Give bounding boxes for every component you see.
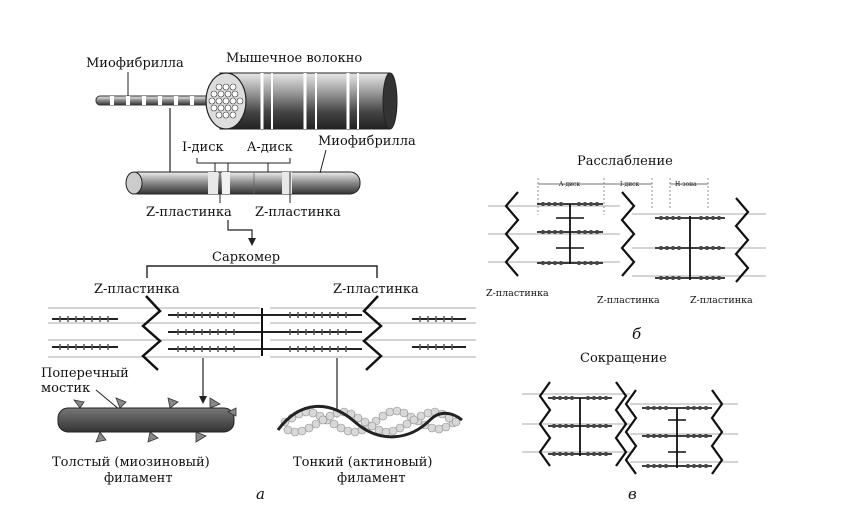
label-thin-filament-2: филамент	[337, 471, 406, 486]
label-b-a-disc: A-диск	[558, 181, 580, 188]
label-myofibril: Миофибрилла	[86, 56, 184, 71]
label-b-h-zone: H-зона	[675, 181, 697, 188]
arrow-down-icon	[248, 238, 256, 246]
label-b-z-plate-1: Z-пластинка	[486, 288, 549, 299]
label-z-plate-left-2: Z-пластинка	[94, 282, 180, 297]
panel-b: Расслабление A-диск I-диск H-зона	[486, 154, 766, 343]
label-z-plate-right-2: Z-пластинка	[333, 282, 419, 297]
label-cross-bridge-2: мостик	[41, 381, 90, 396]
arrow-down-icon	[199, 396, 207, 404]
label-b-i-disc: I-диск	[620, 181, 639, 188]
panel-letter-c: в	[628, 485, 637, 503]
contracted-sarcomere	[522, 381, 738, 475]
thick-filament	[57, 397, 237, 443]
label-z-plate-left: Z-пластинка	[146, 205, 232, 220]
label-a-disc: A-диск	[246, 140, 293, 155]
label-thick-filament-1: Толстый (миозиновый)	[52, 455, 210, 470]
thin-filament	[276, 404, 463, 439]
title-relaxation: Расслабление	[577, 154, 673, 169]
panel-a: Миофибрилла Мышечное волокно I-диск A-ди…	[41, 51, 476, 503]
relaxed-sarcomere	[488, 191, 766, 283]
label-b-z-plate-2: Z-пластинка	[597, 295, 660, 306]
panel-letter-b: б	[632, 325, 642, 343]
label-thin-filament-1: Тонкий (актиновый)	[293, 455, 432, 470]
panel-letter-a: а	[256, 485, 265, 503]
myofibril-segment	[125, 171, 361, 195]
label-z-plate-right: Z-пластинка	[255, 205, 341, 220]
label-muscle-fiber: Мышечное волокно	[226, 51, 362, 66]
label-i-disc: I-диск	[182, 140, 224, 155]
muscle-fiber-cylinder	[205, 72, 398, 130]
label-sarcomere: Саркомер	[212, 250, 280, 265]
myofibril-rod	[95, 95, 223, 106]
title-contraction: Сокращение	[580, 351, 667, 366]
label-myofibril-2: Миофибрилла	[318, 134, 416, 149]
panel-c: Сокращение	[522, 351, 738, 503]
sarcomere-detail	[48, 295, 476, 371]
label-thick-filament-2: филамент	[104, 471, 173, 486]
label-b-z-plate-3: Z-пластинка	[690, 295, 753, 306]
label-cross-bridge-1: Поперечный	[41, 366, 129, 381]
